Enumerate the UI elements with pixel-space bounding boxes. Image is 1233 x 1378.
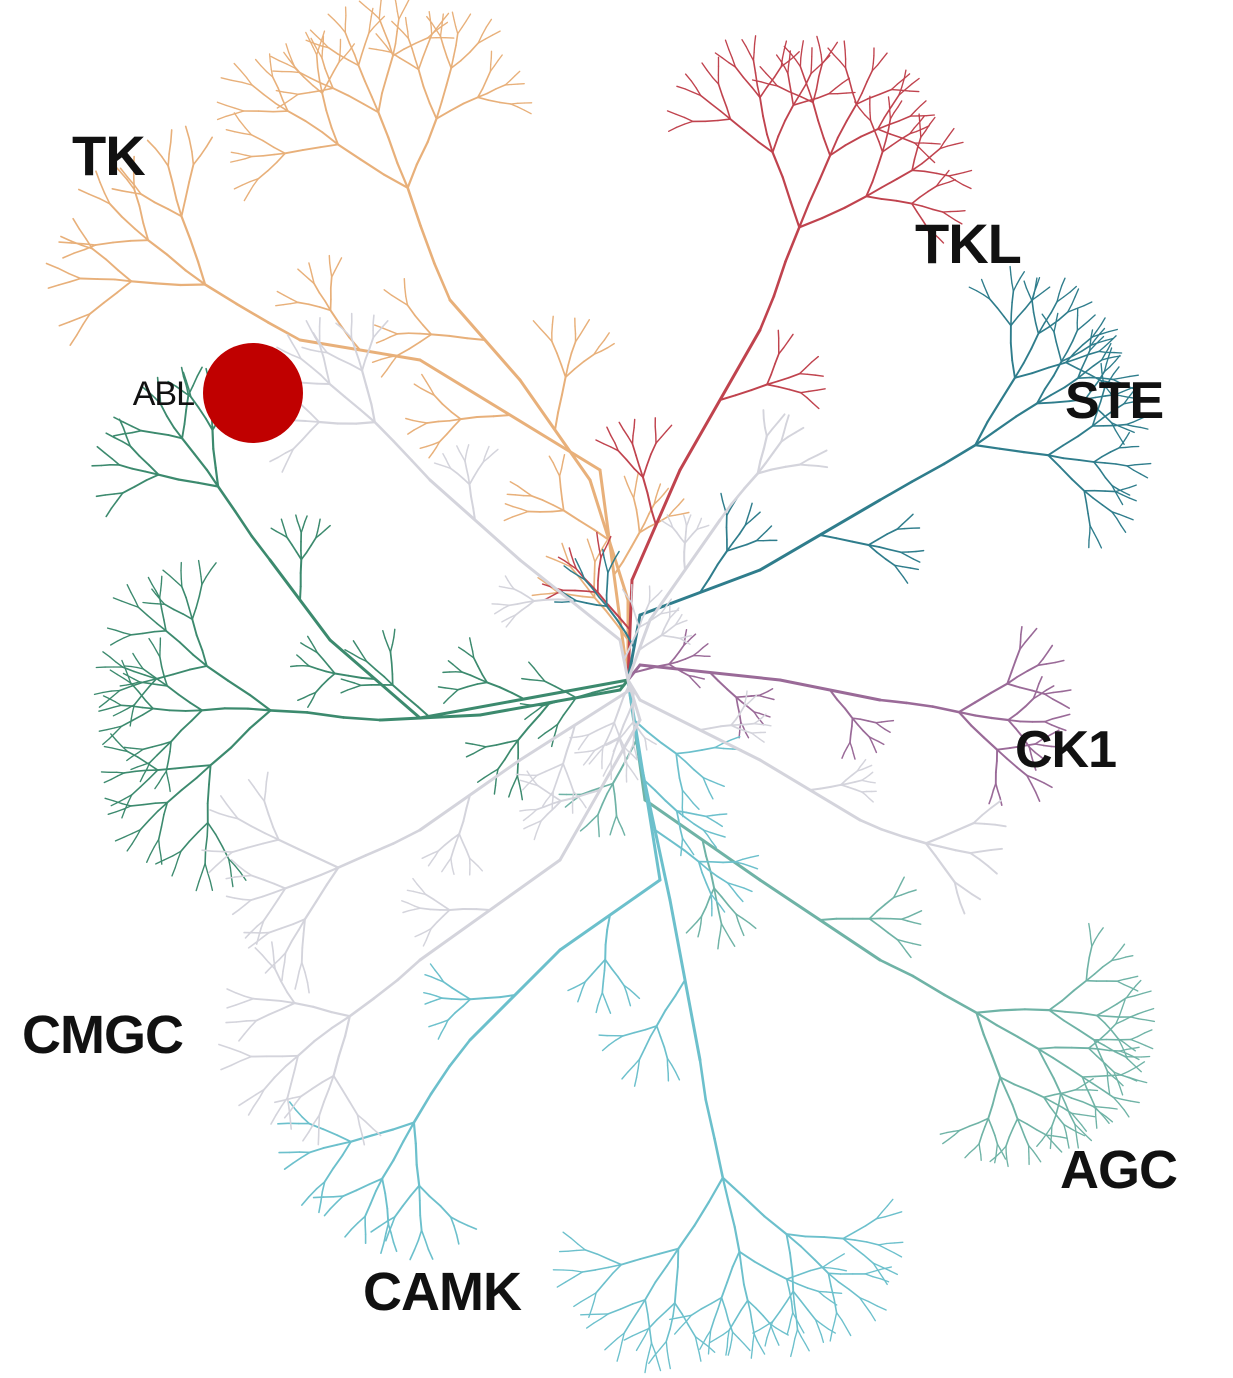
branch-camk xyxy=(552,678,904,1374)
branch-layer xyxy=(45,0,1156,1374)
branch-other xyxy=(248,312,680,682)
branch-tkl xyxy=(541,35,973,682)
group-label-ste: STE xyxy=(1065,372,1163,430)
group-label-cmgc: CMGC xyxy=(22,1005,183,1065)
branch-other xyxy=(201,678,638,994)
group-label-ck1: CK1 xyxy=(1015,721,1116,779)
branch-other xyxy=(626,409,829,682)
group-label-tkl: TKL xyxy=(915,212,1021,275)
abl-highlight-marker xyxy=(203,343,303,443)
group-label-camk: CAMK xyxy=(363,1262,522,1322)
branch-tk xyxy=(216,0,630,682)
branch-tk xyxy=(45,125,690,682)
branch-other xyxy=(218,678,642,1146)
branch-cmgc xyxy=(93,559,630,892)
branch-camk xyxy=(277,678,728,1261)
group-label-agc: AGC xyxy=(1060,1140,1177,1200)
abl-label: ABL xyxy=(133,375,194,413)
branch-ck1 xyxy=(626,626,1072,806)
group-label-tk: TK xyxy=(72,124,145,187)
